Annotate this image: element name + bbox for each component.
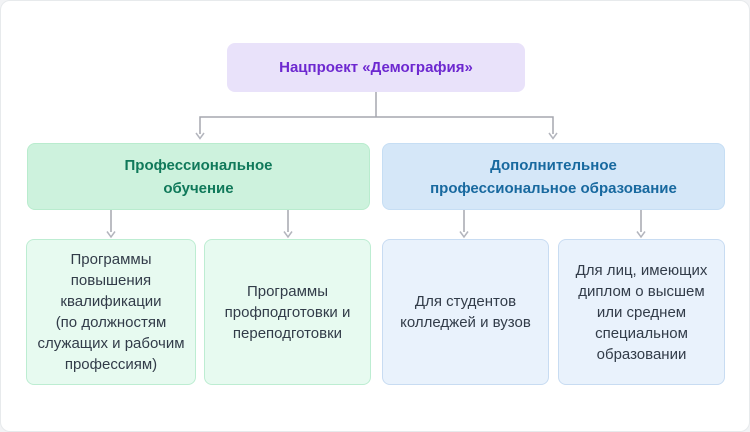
leaf-node-qualification-programs: Программы повышения квалификации (по дол… <box>26 239 196 385</box>
arrowhead-leaf-3 <box>459 231 469 239</box>
root-node-label: Нацпроект «Демография» <box>279 59 473 76</box>
leaf-qualification-programs-label: Программы повышения квалификации (по дол… <box>37 251 185 373</box>
leaf-students-label: Для студентов колледжей и вузов <box>400 293 531 331</box>
leaf-node-diploma-holders: Для лиц, имеющих диплом о высшем или сре… <box>558 239 725 385</box>
arrowhead-leaf-2 <box>283 231 293 239</box>
branch-additional-education-label: Дополнительное профессиональное образова… <box>430 156 677 197</box>
arrowhead-branch-left <box>195 132 205 140</box>
arrowhead-leaf-1 <box>106 231 116 239</box>
root-node-demography: Нацпроект «Демография» <box>227 43 525 92</box>
branch-node-professional-training: Профессиональное обучение <box>27 143 370 210</box>
leaf-node-retraining-programs: Программы профподготовки и переподготовк… <box>204 239 371 385</box>
leaf-retraining-programs-label: Программы профподготовки и переподготовк… <box>224 282 351 342</box>
branch-professional-training-label: Профессиональное обучение <box>124 156 273 197</box>
connector-split-bar <box>199 116 554 134</box>
leaf-diploma-holders-label: Для лиц, имеющих диплом о высшем или сре… <box>575 261 708 363</box>
arrowhead-branch-right <box>548 132 558 140</box>
arrowhead-leaf-4 <box>636 231 646 239</box>
leaf-node-students: Для студентов колледжей и вузов <box>382 239 549 385</box>
branch-node-additional-education: Дополнительное профессиональное образова… <box>382 143 725 210</box>
